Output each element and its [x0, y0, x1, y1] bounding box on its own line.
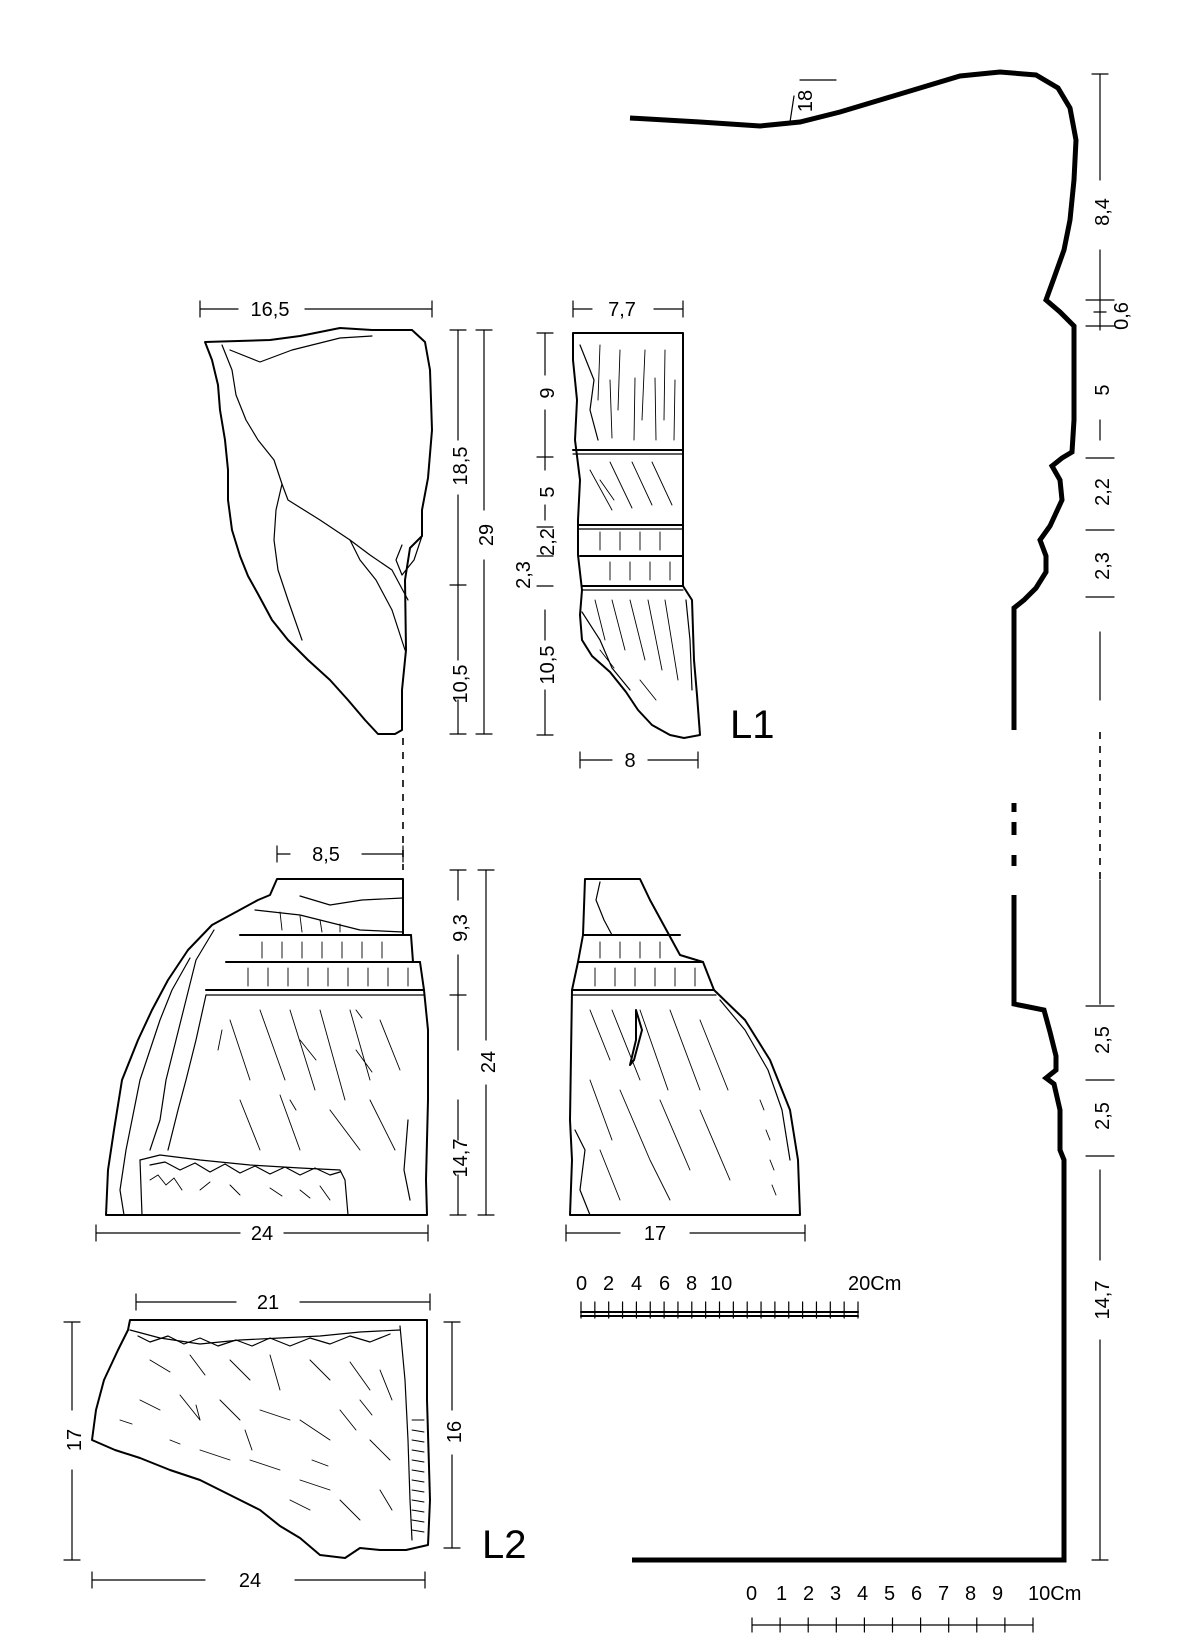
dim-profile-angle: 18: [789, 79, 837, 123]
dim-label: 8,5: [312, 844, 340, 866]
dim-label: 24: [239, 1570, 261, 1592]
dim-l1-side-width: 7,7: [572, 299, 684, 321]
dim-label: 10,5: [537, 646, 559, 685]
scale-label: 6: [911, 1583, 922, 1605]
dim-label: 9,3: [450, 914, 472, 942]
fragment-l1-side: [572, 332, 701, 739]
fragment-label-l2: L2: [482, 1523, 527, 1567]
scale-label: 2: [603, 1273, 614, 1295]
dim-l1-top-width: 16,5: [199, 299, 433, 321]
dim-label: 2,3: [513, 561, 535, 589]
scale-end-label: 20Cm: [848, 1273, 901, 1295]
dim-label: 24: [251, 1223, 273, 1245]
scale-bar-10cm: 0 1 2 3 4 5 6 7 8 9 10Cm: [746, 1583, 1081, 1633]
dim-label: 5: [537, 486, 559, 497]
scale-label: 1: [776, 1583, 787, 1605]
dim-l1-bands: 9 5 2,2 2,3 10,5: [513, 332, 559, 736]
scale-label: 5: [884, 1583, 895, 1605]
dim-lower-bottom-width: 24: [95, 1223, 429, 1245]
dim-l2-top-width: 21: [135, 1292, 431, 1314]
scale-end-label: 10Cm: [1028, 1583, 1081, 1605]
dim-l2-left-height: 17: [63, 1321, 86, 1561]
profile-section: [629, 69, 1101, 1563]
dim-label: 16: [444, 1421, 466, 1443]
dim-label: 16,5: [251, 299, 290, 321]
scale-label: 0: [576, 1273, 587, 1295]
dim-label: 10,5: [450, 665, 472, 704]
scale-bar-20cm: 0 2 4 6 8 10 20Cm: [576, 1273, 901, 1319]
scale-label: 4: [857, 1583, 868, 1605]
dim-label: 5: [1092, 384, 1114, 395]
scale-label: 7: [938, 1583, 949, 1605]
dim-l2-bottom-width: 24: [91, 1570, 426, 1592]
scale-label: 9: [992, 1583, 1003, 1605]
dim-l1-heights: 18,5 10,5 29: [449, 329, 498, 735]
dim-label: 29: [476, 524, 498, 546]
dim-label: 18: [795, 90, 817, 112]
fragment-l2: [91, 1319, 431, 1559]
dim-l1-bottom-width: 8: [579, 750, 699, 772]
dim-lower-top-width: 8,5: [276, 844, 404, 866]
scale-label: 8: [686, 1273, 697, 1295]
dim-label: 2,2: [1092, 478, 1114, 506]
fragment-label-l1: L1: [730, 703, 775, 747]
scale-label: 6: [659, 1273, 670, 1295]
dim-label: 9: [537, 387, 559, 398]
fragment-lower-front: [105, 878, 429, 1216]
scale-label: 10: [710, 1273, 732, 1295]
dim-l2-right-height: 16: [443, 1321, 466, 1549]
fragment-l1-front: [204, 327, 433, 735]
dim-label: 21: [257, 1292, 279, 1314]
dim-label: 7,7: [608, 299, 636, 321]
dim-label: 24: [478, 1051, 500, 1073]
dim-label: 0,6: [1111, 302, 1133, 330]
dim-label: 2,5: [1092, 1102, 1114, 1130]
scale-label: 4: [631, 1273, 642, 1295]
scale-label: 3: [830, 1583, 841, 1605]
dim-label: 14,7: [450, 1139, 472, 1178]
dim-profile: 8,4 0,6 5 2,2 2,3 2,5 2,5 14,7: [1085, 73, 1133, 1561]
dim-label: 14,7: [1092, 1281, 1114, 1320]
scale-label: 2: [803, 1583, 814, 1605]
dim-lower-side-width: 17: [565, 1223, 806, 1245]
dim-label: 17: [644, 1223, 666, 1245]
scale-label: 8: [965, 1583, 976, 1605]
dim-label: 18,5: [450, 447, 472, 486]
dim-label: 8,4: [1092, 198, 1114, 226]
dim-label: 17: [64, 1429, 86, 1451]
scale-label: 0: [746, 1583, 757, 1605]
dim-label: 8: [624, 750, 635, 772]
fragment-lower-side: [569, 878, 801, 1216]
dim-label: 2,2: [537, 528, 559, 556]
dim-lower-heights: 9,3 14,7 24: [449, 869, 500, 1216]
dim-label: 2,5: [1092, 1026, 1114, 1054]
dim-label: 2,3: [1092, 552, 1114, 580]
